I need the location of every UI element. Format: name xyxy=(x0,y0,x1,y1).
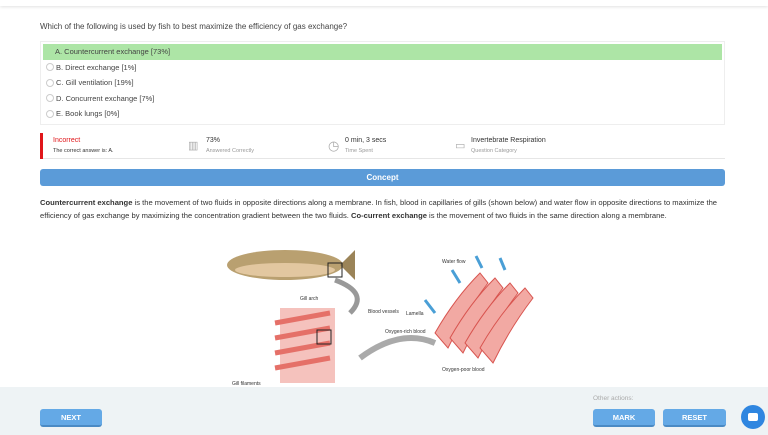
gill-filaments-image xyxy=(274,308,335,383)
concept-header: Concept xyxy=(40,169,725,186)
choice-d[interactable]: D. Concurrent exchange [7%] xyxy=(43,91,722,107)
choice-a[interactable]: A. Countercurrent exchange [73%] xyxy=(43,44,722,60)
result-status: Incorrect xyxy=(53,137,81,144)
choice-label: D. Concurrent exchange [7%] xyxy=(56,93,155,103)
label-oxygen-rich: Oxygen-rich blood xyxy=(385,329,426,335)
term-countercurrent: Countercurrent exchange xyxy=(40,198,133,207)
time-spent: 0 min, 3 secs xyxy=(345,137,387,144)
top-bar xyxy=(0,0,768,6)
radio-button[interactable] xyxy=(46,94,54,103)
label-lamella: Lamella xyxy=(406,311,424,317)
label-gill-arch: Gill arch xyxy=(300,296,319,302)
percent-label: Answered Correctly xyxy=(206,148,254,154)
clock-icon: ◷ xyxy=(328,138,340,153)
choice-label: E. Book lungs [0%] xyxy=(56,109,120,119)
answer-choices: A. Countercurrent exchange [73%] B. Dire… xyxy=(40,41,725,125)
gill-diagram: Water flow Gill arch Blood vessels Lamel… xyxy=(227,250,534,387)
mark-button[interactable]: MARK xyxy=(593,409,655,427)
radio-button[interactable] xyxy=(46,63,54,72)
label-water-flow: Water flow xyxy=(442,259,466,265)
lamellae-image xyxy=(423,255,534,364)
label-blood-vessels: Blood vessels xyxy=(368,309,399,315)
choice-c[interactable]: C. Gill ventilation [19%] xyxy=(43,75,722,91)
choice-label: A. Countercurrent exchange [73%] xyxy=(55,47,171,57)
term-cocurrent: Co-current exchange xyxy=(350,211,427,220)
choice-label: B. Direct exchange [1%] xyxy=(56,62,137,72)
other-actions-label: Other actions: xyxy=(593,395,634,402)
question-category: Invertebrate Respiration xyxy=(471,137,546,144)
category-label: Question Category xyxy=(471,148,517,154)
percent-correct: 73% xyxy=(206,137,221,144)
label-oxygen-poor: Oxygen-poor blood xyxy=(442,367,485,373)
radio-button[interactable] xyxy=(46,78,54,87)
choice-e[interactable]: E. Book lungs [0%] xyxy=(43,106,722,122)
concept-text: is the movement of two fluids in the sam… xyxy=(426,211,667,220)
bar-chart-icon: ▥ xyxy=(188,140,199,152)
correct-answer: The correct answer is: A. xyxy=(53,148,114,154)
concept-paragraph: Countercurrent exchange is the movement … xyxy=(40,196,730,222)
next-button[interactable]: NEXT xyxy=(40,409,102,427)
choice-b[interactable]: B. Direct exchange [1%] xyxy=(43,60,722,76)
chat-button[interactable] xyxy=(741,405,765,429)
radio-button[interactable] xyxy=(46,109,54,118)
chat-icon xyxy=(748,413,758,421)
reset-button[interactable]: RESET xyxy=(663,409,726,427)
incorrect-indicator xyxy=(40,133,43,159)
choice-label: C. Gill ventilation [19%] xyxy=(56,78,134,88)
calendar-icon: ▭ xyxy=(455,140,466,152)
question-text: Which of the following is used by fish t… xyxy=(40,22,348,31)
concept-text: is the movement of two fluids in opposit… xyxy=(40,198,718,220)
fish-image xyxy=(227,250,355,280)
time-label: Time Spent xyxy=(345,148,373,154)
label-gill-filaments: Gill filaments xyxy=(232,381,261,387)
